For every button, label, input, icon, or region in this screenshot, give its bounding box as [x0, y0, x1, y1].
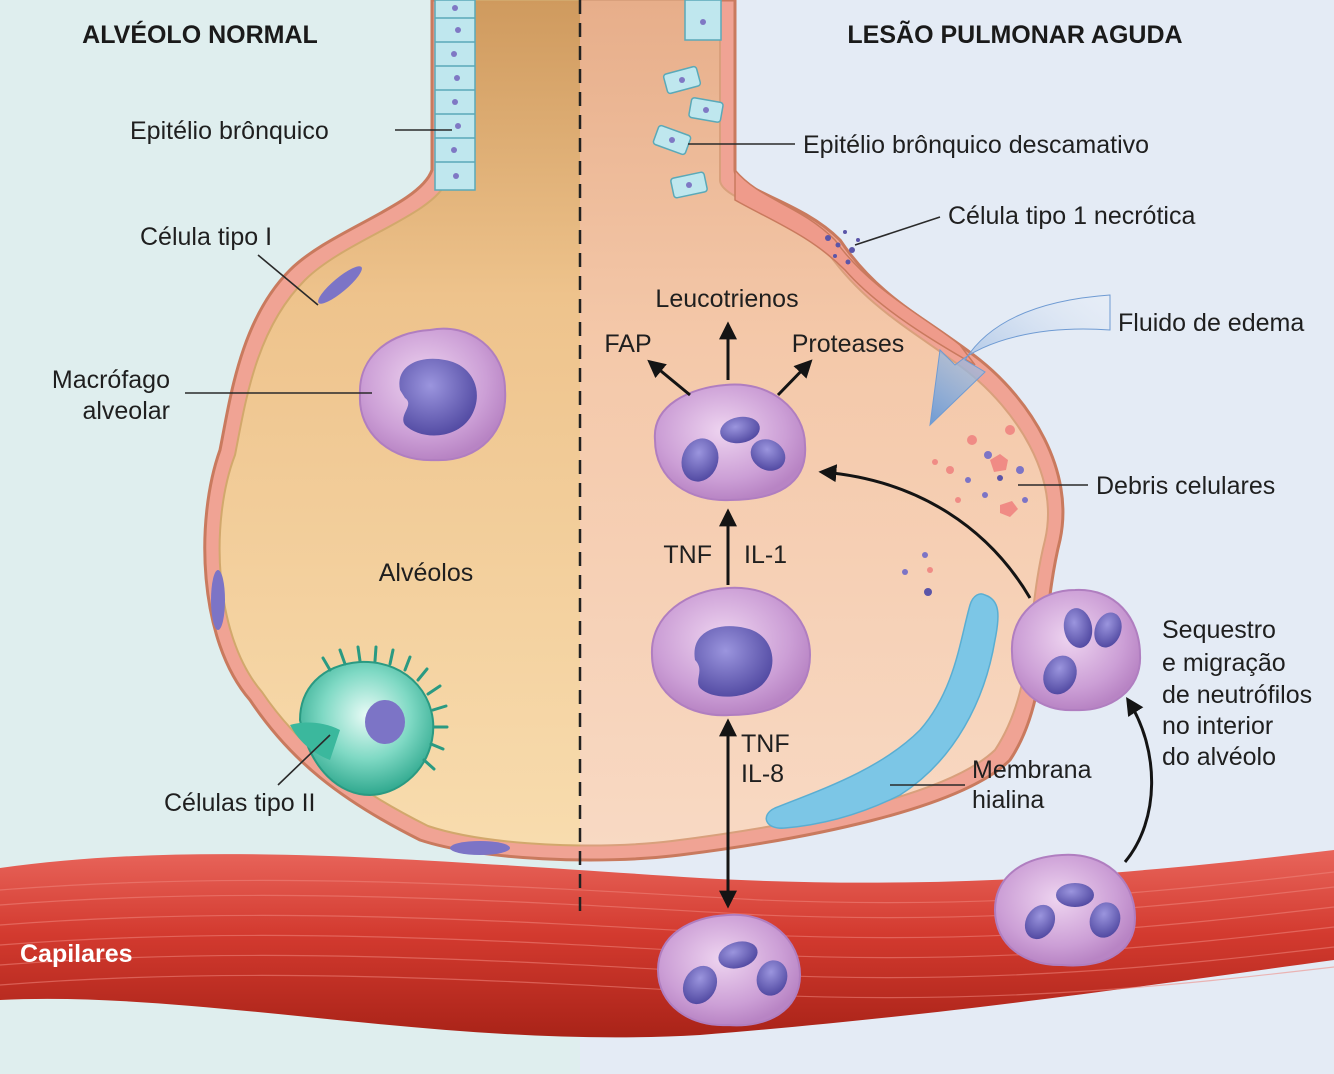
capillary-neutrophil-right: [993, 853, 1137, 967]
label-capillaries: Capilares: [20, 940, 133, 968]
capillary-neutrophil-center: [656, 913, 802, 1027]
left-alveolus: [211, 0, 580, 855]
alveolar-macrophage: [358, 327, 507, 462]
label-neutrophil-line5: do alvéolo: [1162, 743, 1276, 771]
label-neutrophil-line1: Sequestro: [1162, 616, 1276, 644]
arrow-neutrophil-migration: [818, 464, 1032, 599]
type1-cell-nucleus: [450, 841, 510, 855]
macrophage-right: [650, 586, 812, 717]
label-type2-cells: Células tipo II: [164, 789, 315, 817]
label-desquamating-epithelium: Epitélio brônquico descamativo: [803, 131, 1149, 159]
migrating-neutrophil: [1010, 588, 1142, 712]
label-leukotrienes: Leucotrienos: [655, 285, 798, 313]
activated-neutrophil: [653, 383, 807, 502]
label-il1: IL-1: [744, 541, 787, 569]
label-alveoli: Alvéolos: [379, 559, 474, 587]
label-tnf-lower: TNF: [741, 730, 790, 758]
label-macrophage-line1: Macrófago: [52, 366, 170, 394]
arrow-proteases: [776, 359, 813, 397]
hyaline-membrane: [765, 593, 999, 829]
type1-cell-nucleus: [211, 570, 225, 630]
arrow-fap: [647, 359, 691, 397]
label-neutrophil-line3: de neutrófilos: [1162, 681, 1312, 709]
label-edema-fluid: Fluido de edema: [1118, 309, 1304, 337]
label-il8: IL-8: [741, 760, 784, 788]
bronchial-epithelium: [434, 0, 476, 191]
label-proteases: Proteases: [792, 330, 905, 358]
label-hyaline-line1: Membrana: [972, 756, 1092, 784]
label-cellular-debris: Debris celulares: [1096, 472, 1275, 500]
label-macrophage-line2: alveolar: [82, 397, 170, 425]
header-acute-lung-injury: LESÃO PULMONAR AGUDA: [847, 19, 1182, 49]
label-hyaline-line2: hialina: [972, 786, 1044, 814]
label-neutrophil-line2: e migração: [1162, 649, 1286, 677]
cellular-debris-particles: [902, 425, 1028, 596]
label-neutrophil-line4: no interior: [1162, 712, 1273, 740]
arrow-capillary-to-alveolus: [1123, 696, 1154, 863]
necrotic-cell-debris: [825, 230, 860, 265]
label-fap: FAP: [604, 330, 651, 358]
label-type1-cell: Célula tipo I: [140, 223, 272, 251]
header-normal-alveolus: ALVÉOLO NORMAL: [82, 20, 318, 49]
label-necrotic-type1-cell: Célula tipo 1 necrótica: [948, 202, 1195, 230]
edema-fluid-arrow: [929, 294, 1111, 427]
label-bronchial-epithelium: Epitélio brônquico: [130, 117, 329, 145]
label-tnf-upper: TNF: [663, 541, 712, 569]
type2-cell: [290, 645, 449, 797]
type1-cell-nucleus: [318, 266, 362, 304]
